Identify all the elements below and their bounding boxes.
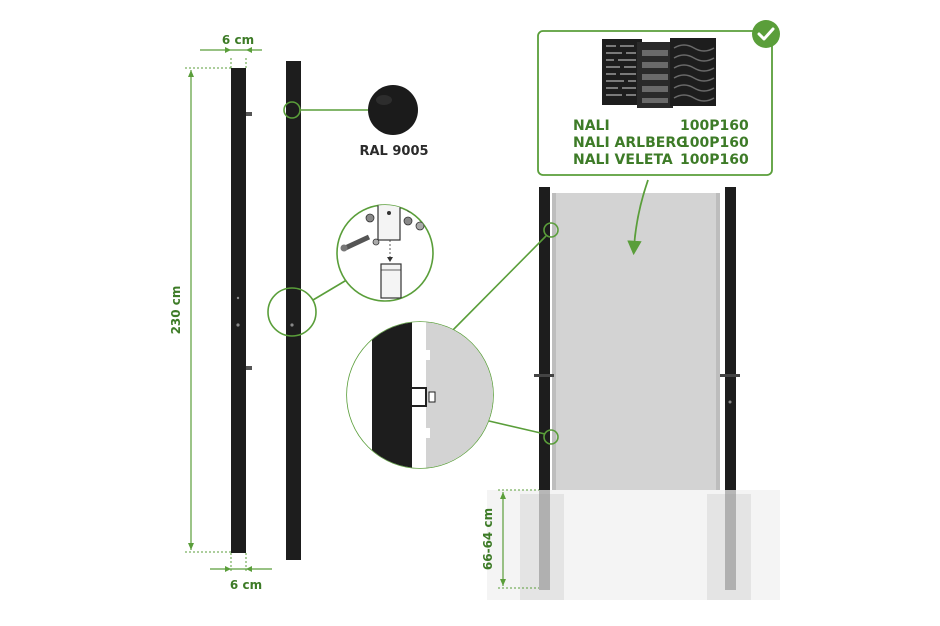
product-code-3: 100P160 (680, 152, 749, 168)
dimension-width-bottom: 6 cm (210, 553, 272, 592)
check-icon (752, 20, 780, 48)
product-name-1: NALI (573, 118, 610, 134)
dimension-height: 230 cm (169, 67, 231, 553)
color-code-label: RAL 9005 (359, 144, 428, 159)
ground-foundation (487, 490, 780, 600)
width-top-label: 6 cm (222, 33, 254, 47)
hinge-detail-callout (346, 222, 559, 469)
product-code-1: 100P160 (680, 118, 749, 134)
post-right (286, 61, 301, 560)
color-callout: RAL 9005 (283, 85, 429, 159)
post-left (231, 68, 252, 553)
product-name-3: NALI VELETA (573, 152, 673, 168)
arrow-to-gate (627, 179, 649, 256)
products-callout: NALI 100P160 NALI ARLBERG 100P160 NALI V… (537, 30, 773, 176)
product-code-2: 100P160 (680, 135, 749, 151)
product-thumbnail (602, 38, 716, 108)
width-bottom-label: 6 cm (230, 578, 262, 592)
foundation-depth-label: 66-64 cm (481, 508, 495, 570)
gate-post-right (720, 187, 740, 590)
dimension-foundation: 66-64 cm (481, 489, 539, 589)
product-name-2: NALI ARLBERG (573, 135, 688, 151)
color-swatch (368, 85, 418, 135)
gate-post-left (534, 187, 554, 590)
height-label: 230 cm (169, 286, 183, 335)
dimension-width-top: 6 cm (200, 33, 262, 68)
gate-panel (552, 193, 720, 490)
assembly-detail-callout (267, 204, 434, 337)
